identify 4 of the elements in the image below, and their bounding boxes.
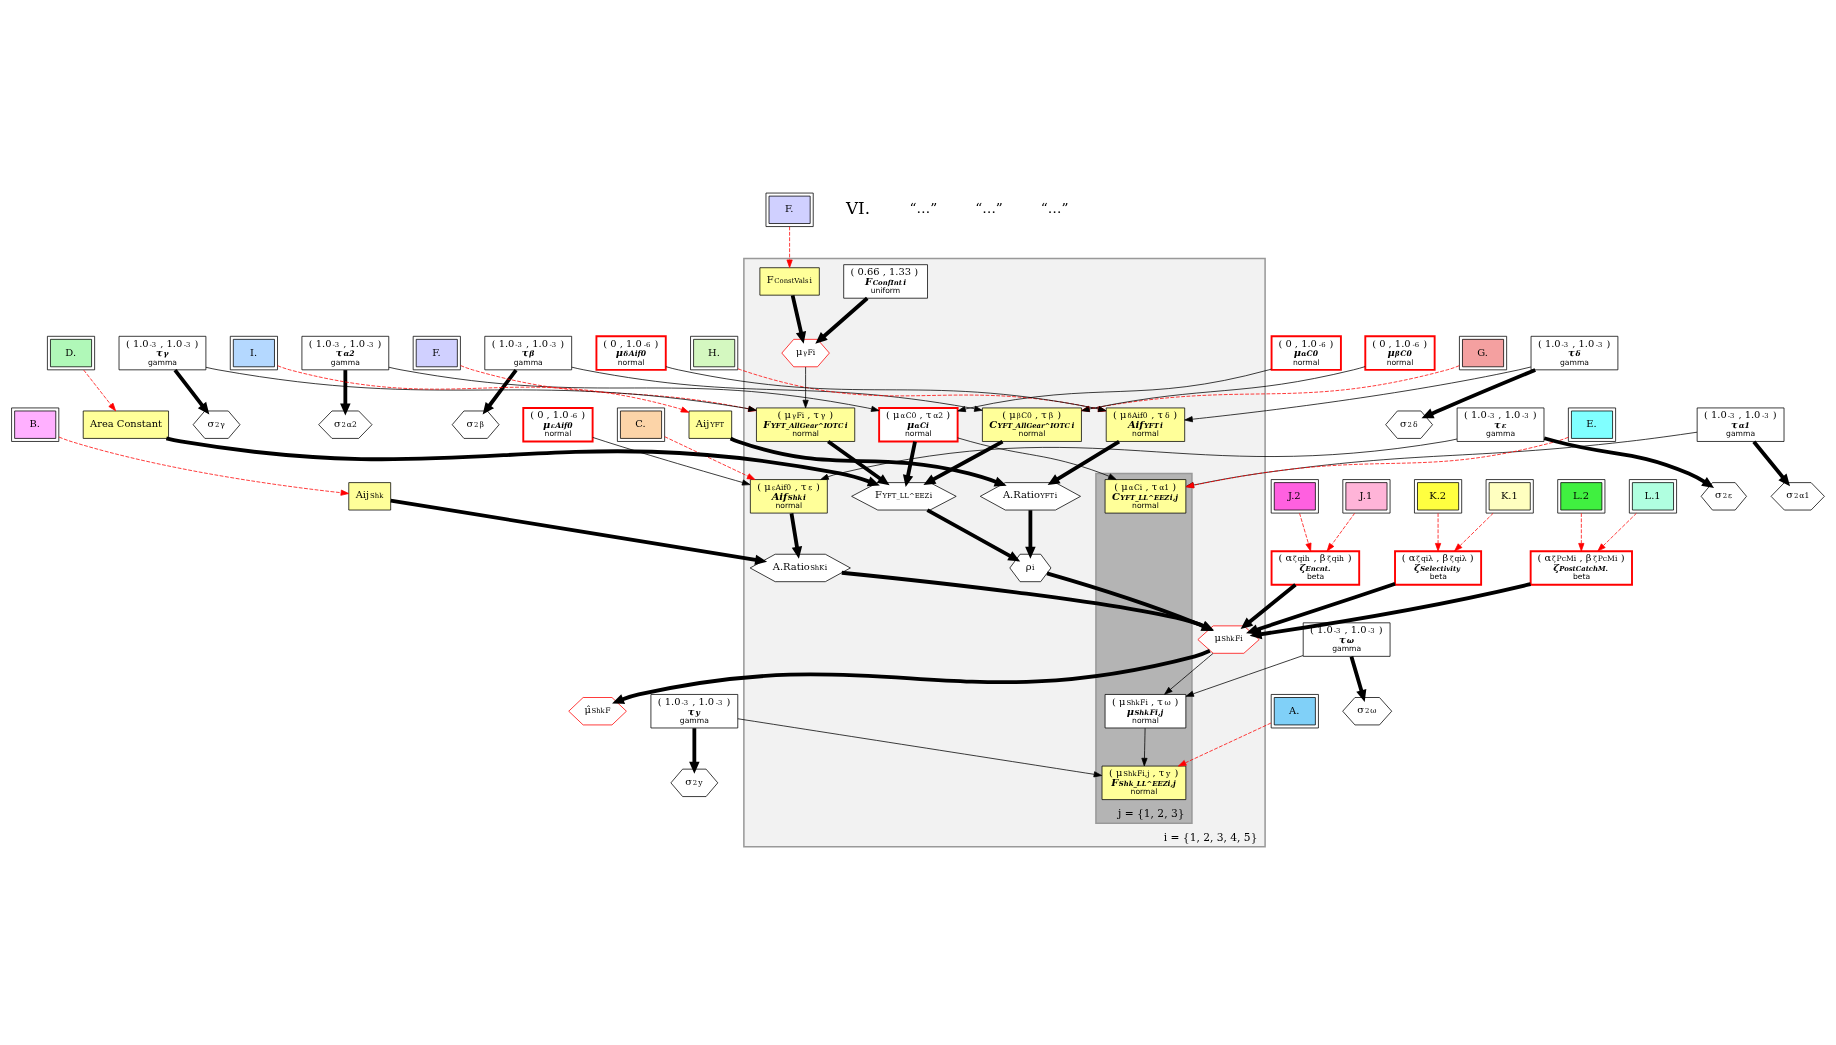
label: “…” <box>909 199 938 216</box>
label: “…” <box>1040 199 1069 216</box>
label: VI. <box>845 197 871 218</box>
label: “…” <box>975 199 1003 216</box>
